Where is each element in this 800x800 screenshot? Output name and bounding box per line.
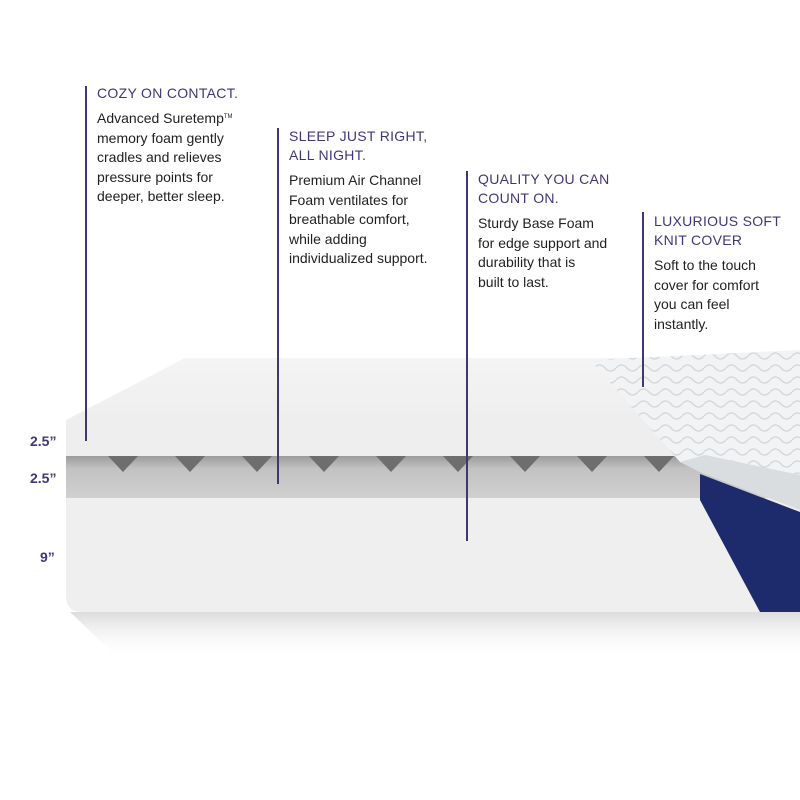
trademark-mark: TM bbox=[223, 114, 233, 120]
callout-base-foam: QUALITY YOU CAN COUNT ON. Sturdy Base Fo… bbox=[478, 170, 638, 292]
knit-cover bbox=[590, 350, 800, 612]
callout-title: QUALITY YOU CAN COUNT ON. bbox=[478, 171, 610, 206]
callout-title: LUXURIOUS SOFT KNIT COVER bbox=[654, 213, 782, 248]
layer-thickness-base: 9” bbox=[40, 549, 55, 565]
indicator-line-3 bbox=[466, 171, 468, 541]
air-channel-notches bbox=[108, 456, 674, 472]
layer-base-foam bbox=[66, 498, 800, 612]
indicator-line-2 bbox=[277, 128, 279, 484]
callout-knit-cover: LUXURIOUS SOFT KNIT COVER Soft to the to… bbox=[654, 212, 794, 334]
mattress-shadow bbox=[70, 612, 800, 660]
callout-body: Soft to the touch cover for comfort you … bbox=[654, 257, 760, 332]
indicator-line-1 bbox=[85, 86, 87, 441]
callout-body: Premium Air Channel Foam ventilates for … bbox=[289, 172, 428, 266]
layer-thickness-middle: 2.5” bbox=[30, 470, 57, 486]
callout-body: Sturdy Base Foam for edge support and du… bbox=[478, 215, 608, 290]
callout-title: SLEEP JUST RIGHT, ALL NIGHT. bbox=[289, 128, 428, 163]
callout-body: Advanced SuretempTM memory foam gently c… bbox=[97, 110, 233, 204]
callout-title: COZY ON CONTACT. bbox=[97, 85, 239, 101]
indicator-line-4 bbox=[642, 212, 644, 387]
callout-air-channel: SLEEP JUST RIGHT, ALL NIGHT. Premium Air… bbox=[289, 127, 464, 269]
layer-thickness-top: 2.5” bbox=[30, 433, 57, 449]
callout-memory-foam: COZY ON CONTACT. Advanced SuretempTM mem… bbox=[97, 84, 272, 207]
